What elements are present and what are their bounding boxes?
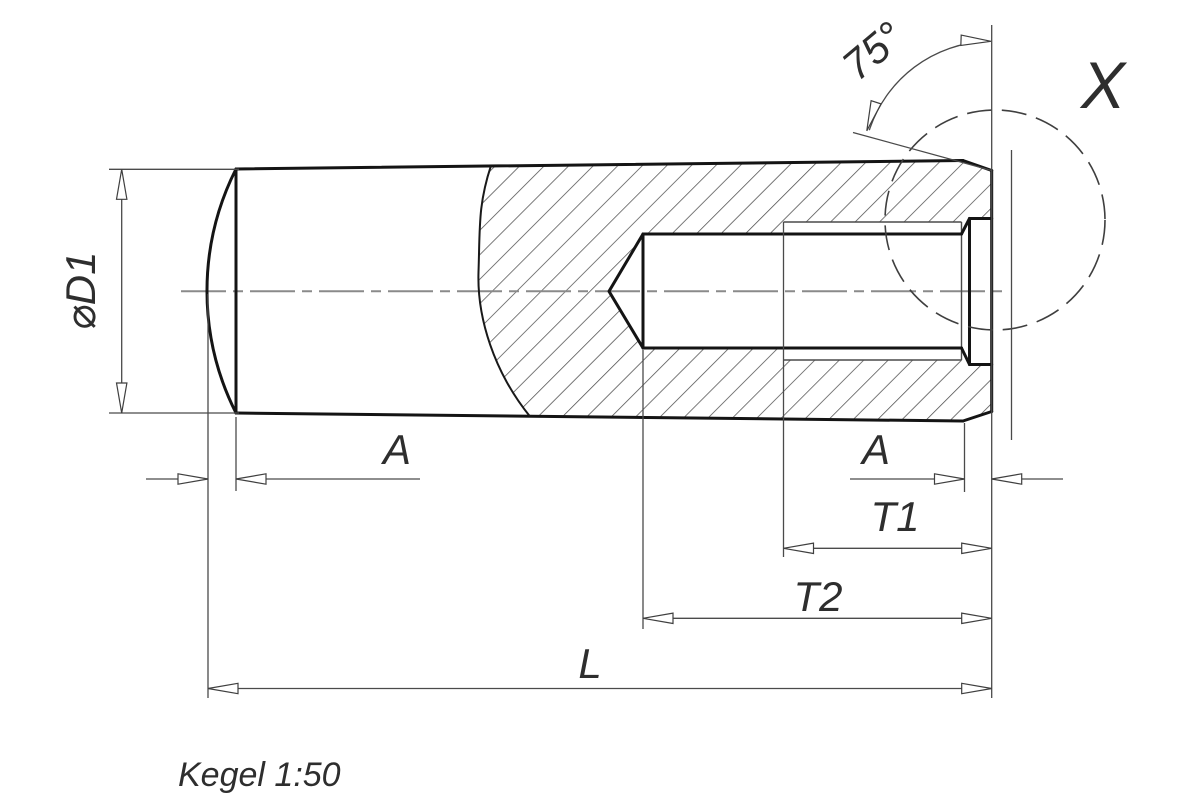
arrow-angle-top <box>960 34 992 48</box>
arrow-t2-right <box>961 612 993 625</box>
label-detail-x: X <box>1079 48 1128 122</box>
label-a-left: A <box>380 426 411 473</box>
angle-ext-line <box>852 131 992 172</box>
label-t1: T1 <box>870 493 919 540</box>
arrow-l-left <box>207 682 239 695</box>
arrow-t2-left <box>642 612 674 625</box>
label-d1: ⌀D1 <box>57 252 104 331</box>
break-line <box>477 165 531 418</box>
arrow-a-left-1 <box>177 473 209 485</box>
label-a-right: A <box>859 426 890 473</box>
drill-cone <box>607 232 645 350</box>
pin-top-edge <box>234 159 965 171</box>
arrow-a-right-2 <box>991 473 1023 485</box>
label-t2: T2 <box>793 573 842 620</box>
arrow-t1-left <box>782 542 815 555</box>
label-l: L <box>578 640 601 687</box>
arrow-a-left-2 <box>235 473 267 485</box>
arrow-angle-bottom <box>861 100 882 134</box>
label-75deg: 75° <box>833 12 912 89</box>
arrow-t1-right <box>961 542 993 555</box>
taper-note: Kegel 1:50 <box>178 756 341 794</box>
section-hatching <box>478 160 992 421</box>
pin-bottom-chamfer <box>961 410 994 423</box>
pin-bottom-edge <box>234 411 965 423</box>
pin-left-crown-arc <box>205 167 238 415</box>
arrow-d1-top <box>115 168 128 200</box>
detail-circle <box>884 109 1106 331</box>
arrow-d1-bottom <box>115 382 128 414</box>
threaded-hole <box>607 217 994 366</box>
arrow-a-right-1 <box>933 473 966 485</box>
arrow-l-right <box>961 682 993 695</box>
